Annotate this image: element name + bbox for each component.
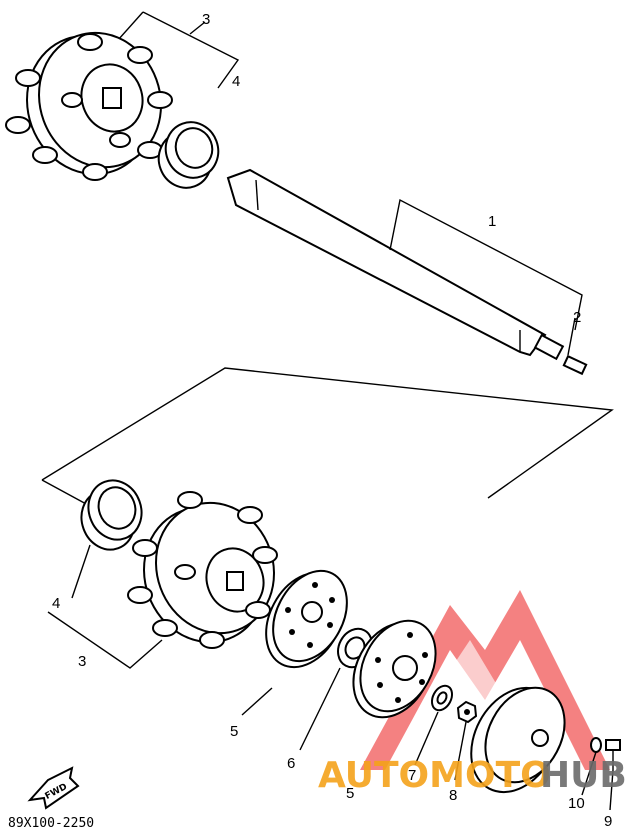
bracket-frame: [41, 367, 614, 506]
callout-7: 7: [408, 767, 416, 784]
callout-4-bottom: 4: [52, 595, 60, 612]
flange-plate-2: [352, 619, 437, 719]
bolt-9: [605, 739, 621, 770]
callout-5-bottom: 5: [346, 785, 354, 802]
watermark-part2: HUB: [540, 755, 627, 796]
diagram-code: 89X100-2250: [8, 816, 94, 831]
callout-8: 8: [449, 787, 457, 804]
sprocket-bottom: [127, 491, 278, 649]
bracket-bottom: [47, 544, 163, 669]
washer: [430, 684, 454, 712]
bracket-shaft: [389, 198, 583, 331]
callout-10: 10: [568, 795, 585, 812]
sprocket-top: [5, 31, 173, 181]
hub: [470, 686, 566, 794]
washer-10: [590, 737, 602, 753]
bracket-top: [117, 11, 240, 89]
leader-lines: [241, 317, 614, 811]
bolt-2: [562, 354, 588, 376]
callout-1: 1: [488, 213, 496, 230]
collar-top: [157, 121, 220, 189]
callout-9: 9: [604, 813, 612, 830]
callout-2: 2: [573, 309, 581, 326]
drive-shaft: [226, 168, 565, 361]
callout-5-left: 5: [230, 723, 238, 740]
callout-3-top: 3: [202, 11, 210, 28]
collar-bottom: [80, 479, 143, 551]
callout-6: 6: [287, 755, 295, 772]
callout-4-top: 4: [232, 73, 240, 90]
callout-3-bottom: 3: [78, 653, 86, 670]
watermark-part1: AUTOMOTO: [318, 755, 551, 796]
flange-plate: [265, 569, 348, 669]
fwd-arrow-icon: FWD: [27, 766, 80, 810]
watermark-text: AUTOMOTO HUB: [318, 755, 627, 796]
nut: [456, 700, 478, 724]
